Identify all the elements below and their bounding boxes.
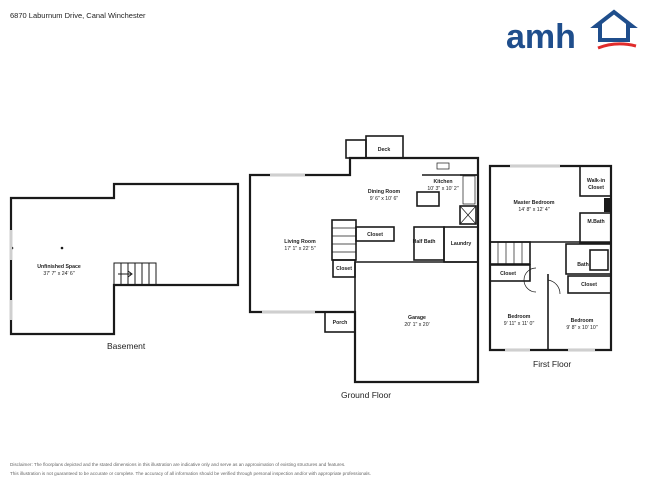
room-dims-master-bedroom: 14' 8" x 12' 4" — [518, 207, 549, 213]
room-name-bath: Bath — [577, 262, 589, 268]
room-name-closet-ground-1: Closet — [367, 232, 383, 238]
room-name-deck: Deck — [378, 147, 391, 153]
deck-steps — [345, 139, 367, 159]
disclaimer-line-1: Disclaimer: The floorplans depicted and … — [10, 462, 346, 467]
room-dims-garage: 20' 1" x 20' — [404, 322, 429, 328]
stair-arrowhead — [127, 270, 133, 278]
basement-post — [60, 246, 64, 250]
kitchen-counter — [462, 175, 476, 205]
room-dims-dining: 9' 6" x 10' 6" — [370, 196, 399, 202]
first-floor-outline — [488, 164, 613, 352]
ground-stairs — [331, 219, 357, 261]
room-name-garage: Garage — [408, 315, 426, 321]
room-name-closet-first-1: Closet — [500, 271, 516, 277]
room-name-half-bath: Half Bath — [413, 239, 436, 245]
room-name-bedroom-2: Bedroom — [571, 318, 594, 324]
bath — [565, 243, 612, 275]
room-dims-kitchen: 10' 3" x 10' 2" — [427, 186, 458, 192]
logo-house-icon — [590, 9, 638, 42]
kitchen-appliance — [459, 205, 477, 225]
room-name-closet-first-2: Closet — [581, 282, 597, 288]
logo-wordmark: amh — [506, 18, 576, 52]
room-name-mbath: M.Bath — [587, 219, 604, 225]
floor-title-ground: Ground Floor — [341, 390, 392, 400]
disclaimer-line-2: This illustration is not guaranteed to b… — [10, 471, 371, 476]
floor-title-basement: Basement — [107, 341, 146, 351]
room-name-closet-ground-2: Closet — [336, 266, 352, 272]
porch — [324, 311, 356, 333]
room-name-laundry: Laundry — [451, 241, 472, 247]
room-name-unfinished: Unfinished Space — [37, 264, 81, 270]
room-dims-bedroom-2: 9' 8" x 10' 10" — [566, 325, 597, 331]
floor-title-first: First Floor — [533, 359, 572, 369]
room-dims-living: 17' 1" x 22' 5" — [284, 246, 315, 252]
room-name-walkin-closet-line1: Walk-in — [587, 178, 605, 184]
room-name-bedroom-1: Bedroom — [508, 314, 531, 320]
first-stairs — [489, 241, 531, 265]
wall-column — [604, 198, 611, 212]
master-bath — [579, 212, 612, 244]
bathtub — [589, 249, 609, 271]
amh-logo: amh — [506, 9, 638, 52]
property-address: 6870 Laburnum Drive, Canal Winchester — [10, 11, 146, 20]
appliance-x — [459, 205, 477, 225]
room-name-kitchen: Kitchen — [433, 179, 452, 185]
room-dims-unfinished: 37' 7" x 24' 6" — [43, 271, 74, 277]
walkin-closet — [579, 165, 612, 197]
door-swing — [547, 279, 561, 295]
room-dims-bedroom-1: 9' 11" x 11' 0" — [504, 321, 535, 327]
basement-outline — [9, 182, 240, 336]
kitchen-sink — [436, 162, 450, 170]
door-swing — [523, 267, 537, 293]
room-name-master-bedroom: Master Bedroom — [514, 200, 555, 206]
room-name-porch: Porch — [333, 320, 348, 326]
closet-first-2 — [567, 275, 612, 294]
kitchen-island — [416, 191, 440, 207]
room-name-dining: Dining Room — [368, 189, 401, 195]
closet-first-1 — [489, 264, 531, 282]
room-name-living: Living Room — [284, 239, 316, 245]
room-name-walkin-closet-line2: Closet — [588, 185, 604, 191]
logo-swoosh-icon — [597, 42, 637, 50]
